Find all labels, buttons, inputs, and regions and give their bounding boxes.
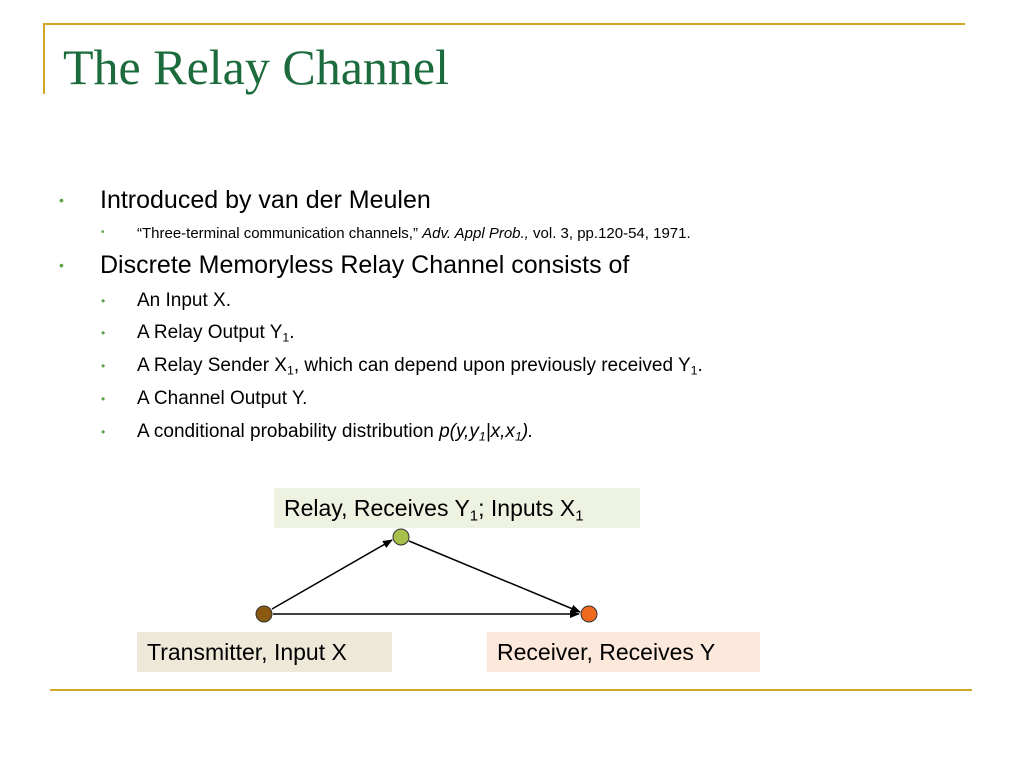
formula-part: p(y,y [439, 421, 479, 442]
bullet-text-end: . [697, 355, 703, 376]
edge-relay-to-receiver [408, 540, 581, 613]
formula-part: |x,x [485, 421, 515, 442]
bullet-dot-icon: • [59, 192, 64, 208]
bullet-dmrc: • Discrete Memoryless Relay Channel cons… [59, 251, 630, 280]
bullet-input: • An Input X. [101, 290, 232, 312]
reference-journal: Adv. Appl Prob., [422, 225, 529, 242]
bullet-text: Introduced by van der Meulen [100, 186, 431, 214]
bullet-dot-icon: • [59, 257, 64, 273]
receiver-label: Receiver, Receives Y [497, 639, 716, 665]
bullet-text: A conditional probability distribution [137, 421, 440, 442]
receiver-label-box: Receiver, Receives Y [487, 632, 760, 672]
slide-title: The Relay Channel [63, 39, 449, 95]
bullet-text: A Relay Output Y [137, 322, 283, 343]
reference-details: vol. 3, pp.120-54, 1971. [528, 225, 691, 242]
transmitter-node [255, 605, 273, 623]
subscript: 1 [690, 363, 698, 378]
frame-bottom-line [50, 689, 972, 691]
relay-label: Relay, Receives Y [284, 495, 470, 521]
bullet-dot-icon: • [101, 392, 106, 406]
formula: p(y,y1|x,x1). [439, 421, 534, 444]
bullet-dot-icon: • [101, 326, 106, 340]
bullet-text: A Channel Output Y. [137, 388, 308, 409]
bullet-text: Discrete Memoryless Relay Channel consis… [100, 251, 630, 279]
bullet-dot-icon: • [101, 425, 106, 439]
transmitter-label-box: Transmitter, Input X [137, 632, 392, 672]
bullet-distribution: • A conditional probability distribution… [101, 421, 534, 444]
subscript: 1 [469, 507, 479, 525]
edge-transmitter-to-relay [271, 539, 393, 610]
transmitter-label: Transmitter, Input X [147, 639, 347, 665]
bullet-text-mid: , which can depend upon previously recei… [293, 355, 691, 376]
subscript: 1 [282, 330, 290, 345]
bullet-dot-icon: • [101, 227, 105, 238]
receiver-node [580, 605, 598, 623]
frame-top-line [43, 23, 965, 25]
bullet-text-end: . [289, 322, 295, 343]
bullet-text: An Input X. [137, 290, 232, 311]
relay-label-mid: ; Inputs X [478, 495, 576, 521]
relay-node [392, 528, 410, 546]
bullet-text: A Relay Sender X [137, 355, 287, 376]
subscript: 1 [575, 507, 584, 525]
bullet-introduced: • Introduced by van der Meulen [59, 186, 431, 215]
formula-part: ). [521, 421, 534, 442]
bullet-relay-output: • A Relay Output Y1. [101, 322, 295, 345]
reference-quote: “Three-terminal communication channels,” [137, 225, 423, 242]
bullet-reference: • “Three-terminal communication channels… [101, 225, 691, 242]
bullet-dot-icon: • [101, 294, 106, 308]
subscript: 1 [478, 429, 486, 444]
subscript: 1 [286, 363, 294, 378]
frame-left-line [43, 23, 45, 94]
relay-label-box: Relay, Receives Y1; Inputs X1 [274, 488, 640, 528]
bullet-relay-sender: • A Relay Sender X1, which can depend up… [101, 355, 703, 378]
bullet-dot-icon: • [101, 359, 106, 373]
subscript: 1 [514, 429, 522, 444]
bullet-channel-output: • A Channel Output Y. [101, 388, 308, 410]
